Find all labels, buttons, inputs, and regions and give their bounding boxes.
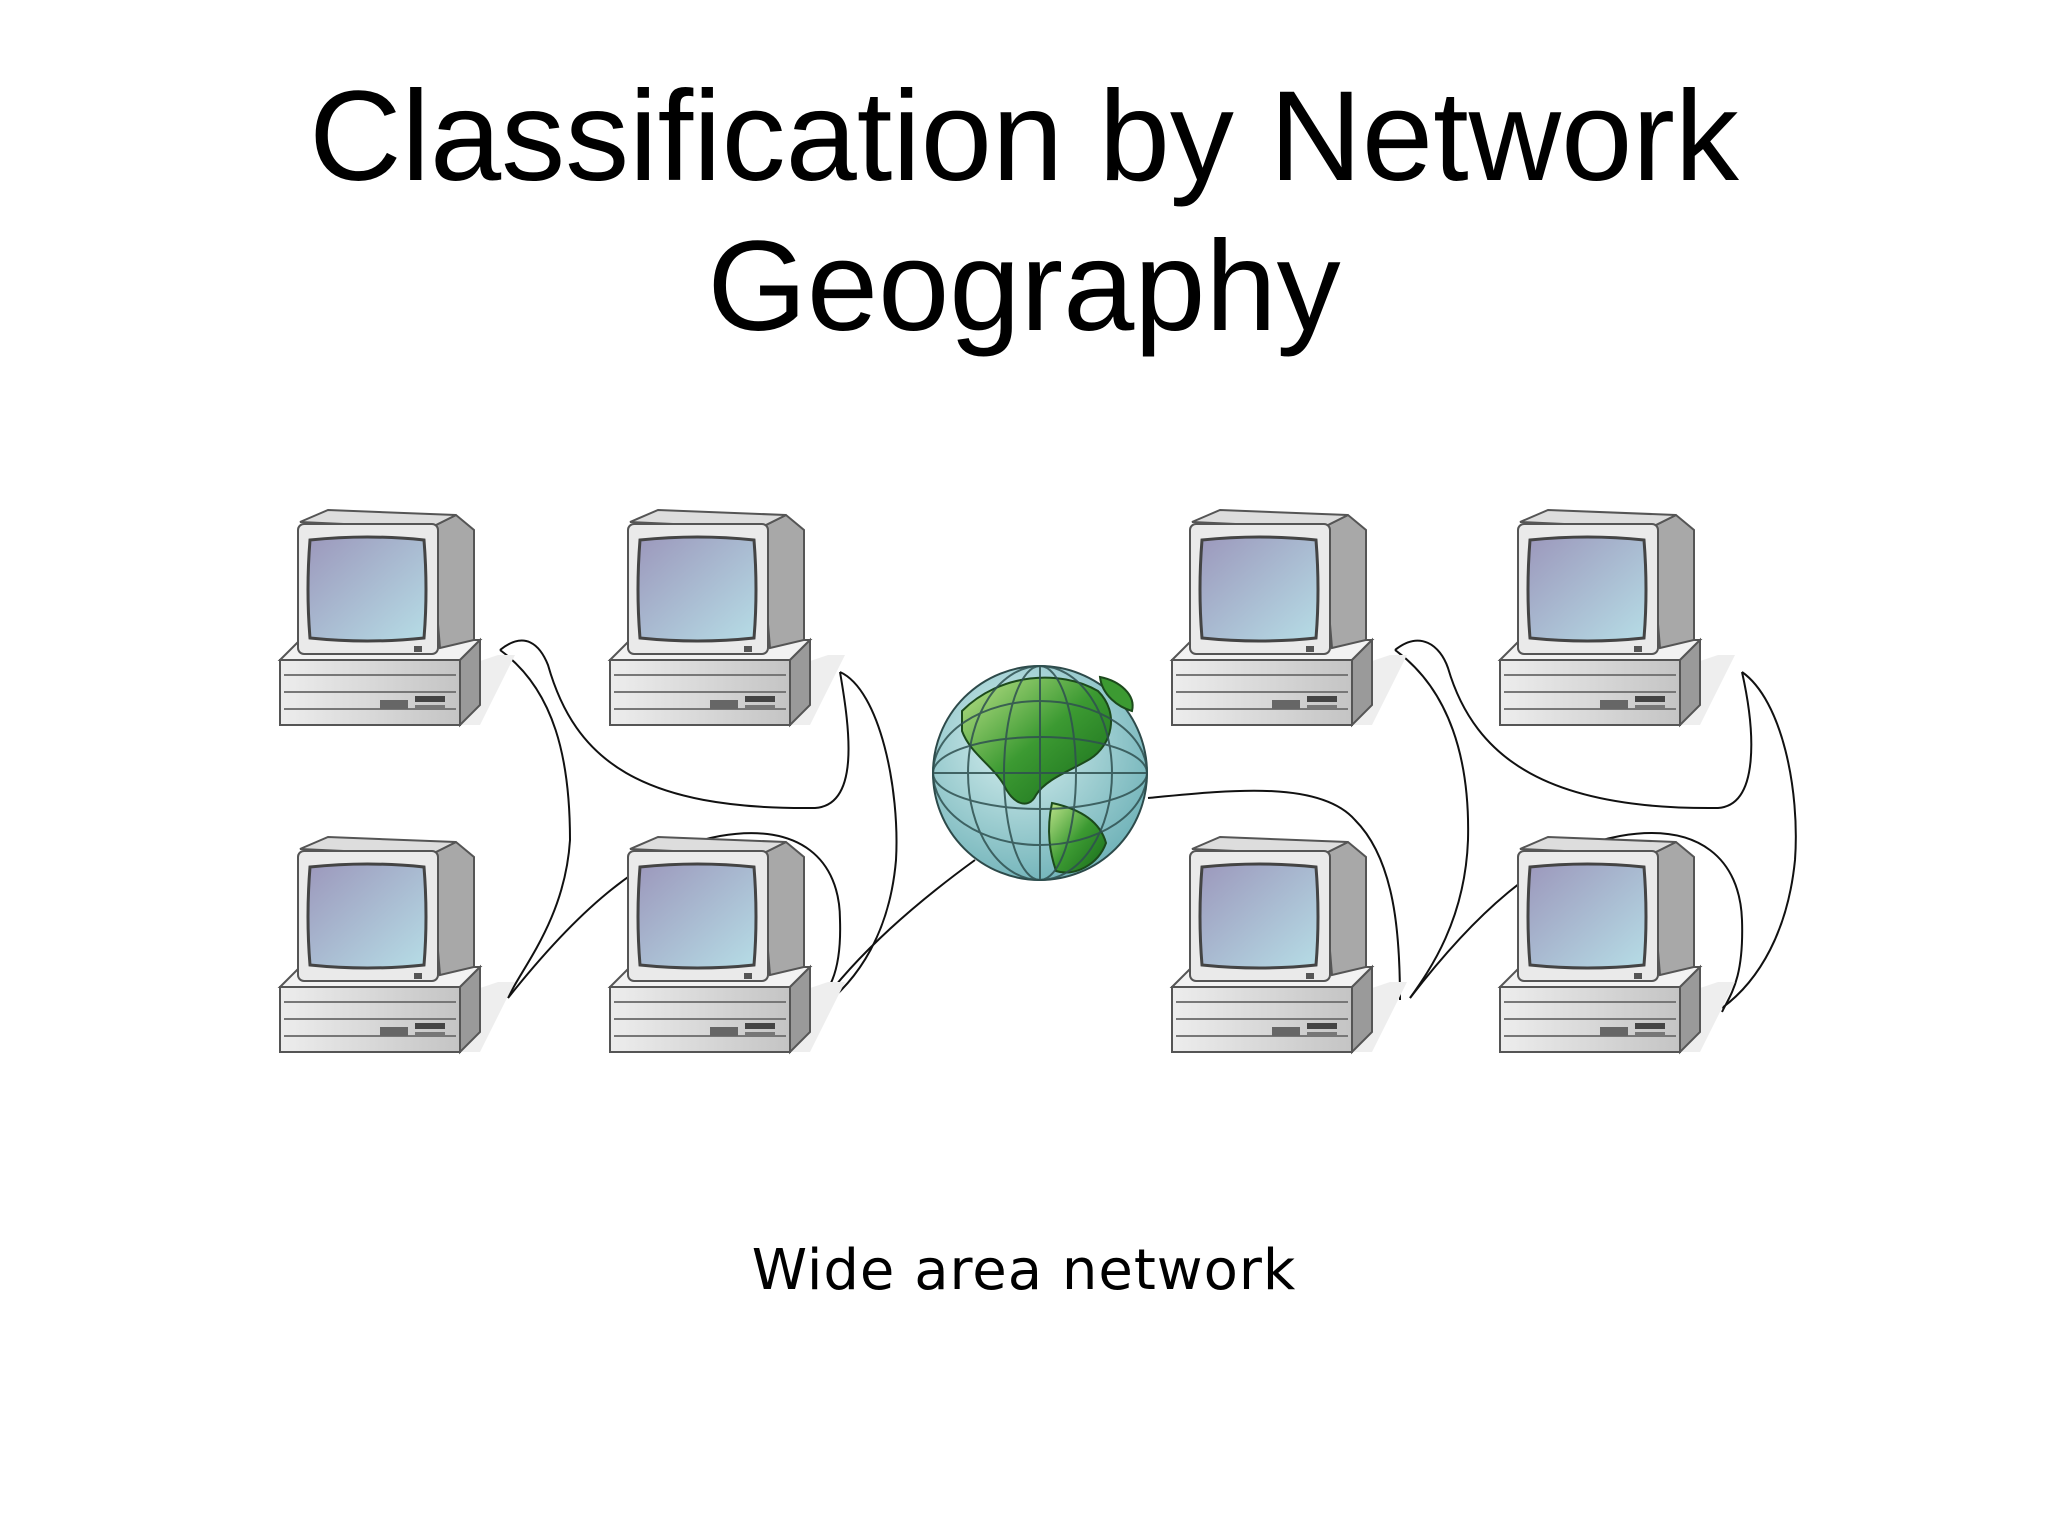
- desktop-computer-icon: [1170, 835, 1409, 1054]
- desktop-computer-icon: [608, 835, 847, 1054]
- title-line-2: Geography: [707, 215, 1341, 358]
- desktop-computer-icon: [1170, 508, 1409, 727]
- cable-line: [817, 671, 898, 1011]
- cable-line: [1147, 789, 1401, 1001]
- desktop-computer-icon: [608, 508, 847, 727]
- desktop-computer-icon: [278, 835, 517, 1054]
- cable-line: [499, 639, 850, 810]
- cable-line: [1409, 832, 1744, 1013]
- desktop-computer-icon: [278, 508, 517, 727]
- cable-line: [1721, 671, 1797, 1009]
- cable-line: [507, 832, 842, 1013]
- cable-line: [1394, 639, 1753, 810]
- title-line-1: Classification by Network: [309, 65, 1739, 208]
- desktop-computer-icon: [1498, 835, 1737, 1054]
- cable-line: [499, 649, 572, 999]
- slide-title: Classification by Network Geography: [200, 62, 1848, 362]
- globe-icon: [932, 665, 1148, 881]
- desktop-computer-icon: [1498, 508, 1737, 727]
- cable-line: [1394, 649, 1470, 999]
- diagram-caption: Wide area network: [751, 1238, 1297, 1303]
